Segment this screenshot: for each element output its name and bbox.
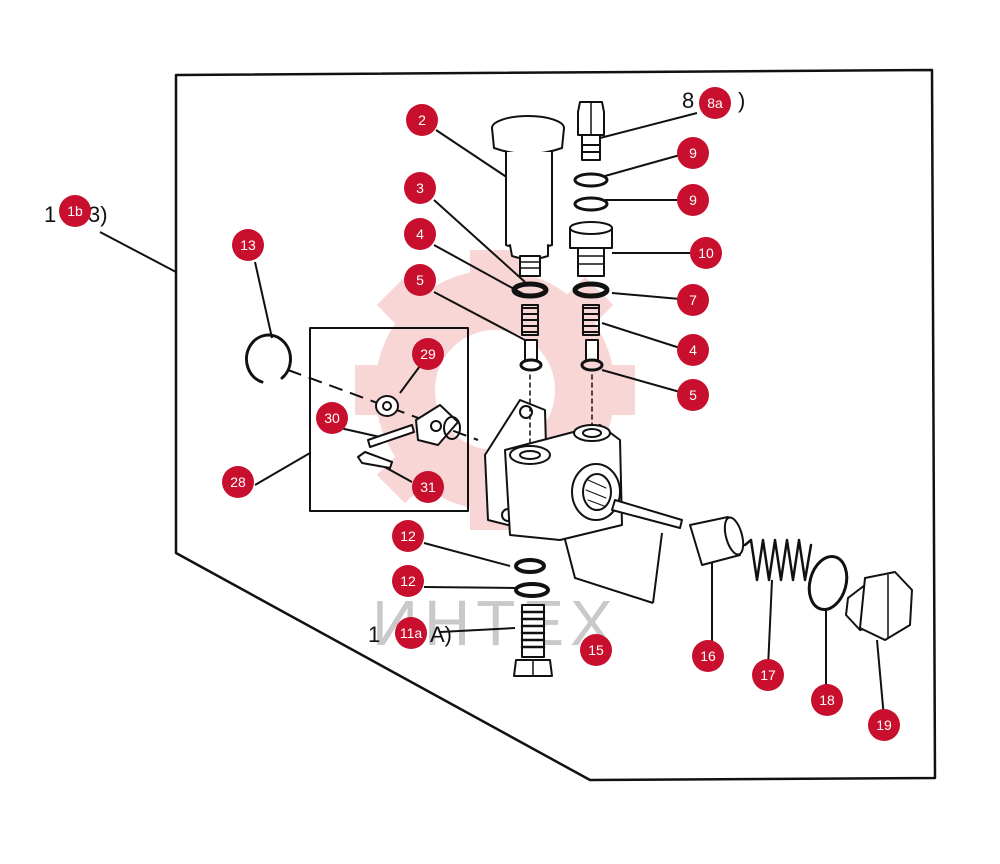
svg-text:12: 12 [400,573,416,589]
part-4-spring-right [582,304,600,336]
svg-text:15: 15 [588,642,604,658]
part-12-washer-upper [514,558,546,574]
marker-12-lower[interactable]: 12 [392,565,424,597]
part-19-plug [845,571,913,641]
part-29-bushing [375,395,399,417]
part-9-washer-upper [573,172,609,188]
svg-text:9: 9 [689,192,697,208]
svg-text:18: 18 [819,692,835,708]
marker-9-lower[interactable]: 9 [677,184,709,216]
marker-15[interactable]: 15 [580,634,612,666]
part-4-spring-left [521,304,539,336]
svg-text:12: 12 [400,528,416,544]
marker-4-left[interactable]: 4 [404,218,436,250]
part-11a-suffix: A) [430,622,452,647]
svg-text:31: 31 [420,479,436,495]
svg-text:9: 9 [689,145,697,161]
marker-8a[interactable]: 8a [699,87,731,119]
marker-11a[interactable]: 11a [395,617,427,649]
assembly-1b-suffix: 3) [88,202,108,227]
part-8a-banjo-bolt [577,101,605,161]
svg-text:16: 16 [700,648,716,664]
part-11a-bolt [513,604,553,677]
svg-text:30: 30 [324,410,340,426]
marker-9-upper[interactable]: 9 [677,137,709,169]
part-31-small-pin [357,451,393,469]
part-5-valve-right [580,339,604,372]
part-17-spring [743,538,813,582]
marker-7[interactable]: 7 [677,284,709,316]
marker-29[interactable]: 29 [412,338,444,370]
part-10-fitting [569,221,613,277]
part-3-seal [511,281,549,299]
leader-lines [99,112,885,719]
marker-10[interactable]: 10 [690,237,722,269]
marker-1b[interactable]: 1b [59,195,91,227]
svg-text:4: 4 [416,226,424,242]
svg-text:8a: 8a [707,95,723,111]
part-13-snap-ring [245,333,292,384]
svg-text:2: 2 [418,112,426,128]
marker-17[interactable]: 17 [752,659,784,691]
part-16-sleeve [689,516,745,566]
part-8a-prefix: 8 [682,88,694,113]
marker-19[interactable]: 19 [868,709,900,741]
marker-30[interactable]: 30 [316,402,348,434]
part-9-washer-lower [573,196,609,212]
marker-3[interactable]: 3 [404,172,436,204]
part-30-pin [367,404,461,448]
svg-text:17: 17 [760,667,776,683]
marker-16[interactable]: 16 [692,640,724,672]
part-11a-prefix: 1 [368,622,380,647]
svg-text:11a: 11a [400,625,423,641]
svg-text:1b: 1b [67,203,83,219]
svg-text:29: 29 [420,346,436,362]
part-7-seal [572,281,610,299]
svg-text:5: 5 [416,272,424,288]
assembly-frame [174,68,937,782]
part-12-washer-lower [514,582,550,598]
svg-text:4: 4 [689,342,697,358]
marker-12-upper[interactable]: 12 [392,520,424,552]
assembly-1b-prefix: 1 [44,202,56,227]
svg-text:28: 28 [230,474,246,490]
part-2-primer-cap [491,115,565,277]
marker-31[interactable]: 31 [412,471,444,503]
marker-4-right[interactable]: 4 [677,334,709,366]
marker-2[interactable]: 2 [406,104,438,136]
svg-text:10: 10 [698,245,714,261]
part-18-o-ring [807,555,849,611]
subassembly-box [309,327,469,512]
marker-5-right[interactable]: 5 [677,379,709,411]
svg-text:3: 3 [416,180,424,196]
marker-18[interactable]: 18 [811,684,843,716]
marker-13[interactable]: 13 [232,229,264,261]
part-5-valve-left [519,339,543,372]
svg-text:19: 19 [876,717,892,733]
part-15-pump-body [484,374,623,541]
part-8a-suffix: ) [738,88,745,113]
svg-text:5: 5 [689,387,697,403]
part-15-plunger [611,499,683,529]
svg-text:7: 7 [689,292,697,308]
svg-text:13: 13 [240,237,256,253]
marker-28[interactable]: 28 [222,466,254,498]
marker-5-left[interactable]: 5 [404,264,436,296]
